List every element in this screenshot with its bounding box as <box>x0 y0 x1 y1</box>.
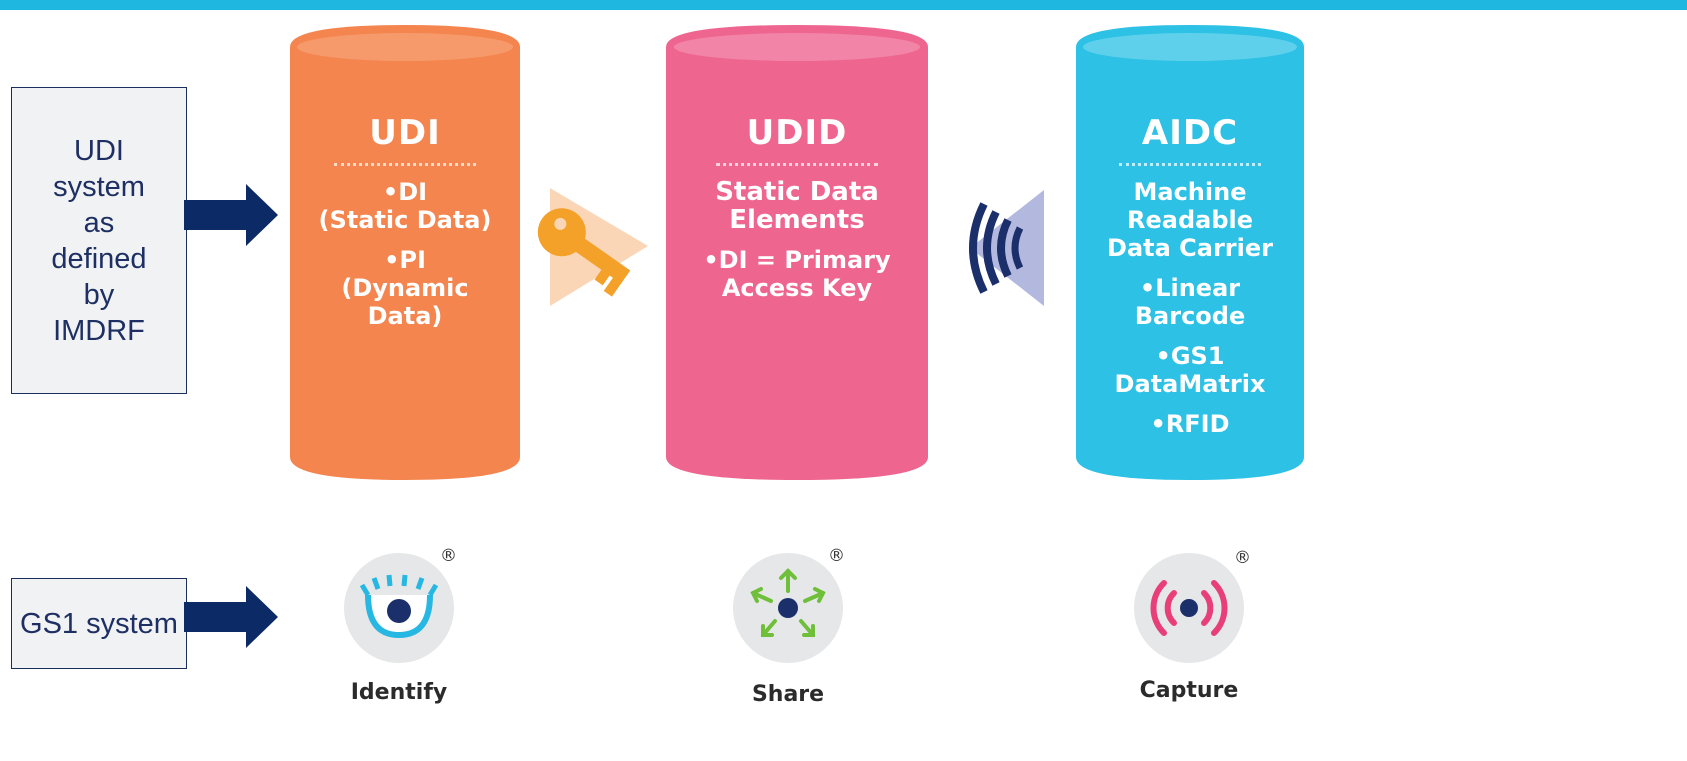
top-accent-bar <box>0 0 1687 10</box>
udid-line-2: Elements <box>729 205 865 235</box>
udid-title: UDID <box>746 113 848 153</box>
aidc-line-5: Barcode <box>1134 302 1246 330</box>
aidc-title: AIDC <box>1141 113 1239 153</box>
udi-line-3: •PI <box>384 246 426 274</box>
aidc-line-3: Data Carrier <box>1107 234 1273 262</box>
gs1-system-label: GS1 system <box>11 578 187 669</box>
aidc-cylinder: AIDC Machine Readable Data Carrier •Line… <box>1076 25 1304 480</box>
share-arrows-icon <box>750 568 826 637</box>
identify-label: Identify <box>350 680 448 705</box>
udi-arrow-icon <box>184 184 278 246</box>
key-icon <box>537 188 648 306</box>
gs1-system-label-text: GS1 system <box>20 607 178 640</box>
eye-icon <box>359 574 439 639</box>
udi-system-label-text: UDI system as defined by IMDRF <box>51 134 147 347</box>
aidc-divider <box>1119 163 1261 166</box>
identify-registered-mark: ® <box>440 546 457 566</box>
capture-icon-bg <box>1134 553 1244 663</box>
share-icon-bg <box>733 553 843 663</box>
capture-label: Capture <box>1139 678 1239 703</box>
capture-signal-icon <box>1150 580 1228 636</box>
gs1-arrow-icon <box>184 586 278 648</box>
udi-line-5: Data) <box>367 302 443 330</box>
udid-line-3: •DI = Primary <box>703 246 891 274</box>
signal-waves-icon <box>969 190 1044 306</box>
capture-registered-mark: ® <box>1234 548 1251 568</box>
udi-cylinder: UDI •DI (Static Data) •PI (Dynamic Data) <box>290 25 520 480</box>
udid-divider <box>715 163 879 166</box>
share-registered-mark: ® <box>828 546 845 566</box>
identify-icon-bg <box>344 553 454 663</box>
udi-line-1: •DI <box>382 178 428 206</box>
aidc-line-8: •RFID <box>1150 410 1230 438</box>
aidc-line-7: DataMatrix <box>1114 370 1266 398</box>
aidc-line-1: Machine <box>1133 178 1247 206</box>
udi-divider <box>333 163 477 166</box>
udid-line-4: Access Key <box>721 274 873 302</box>
aidc-line-4: •Linear <box>1139 274 1241 302</box>
share-label: Share <box>751 682 825 707</box>
aidc-line-6: •GS1 <box>1155 342 1225 370</box>
udid-line-1: Static Data <box>715 177 879 207</box>
udi-title: UDI <box>369 113 441 153</box>
udi-system-label: UDI system as defined by IMDRF <box>11 87 187 394</box>
udid-cylinder: UDID Static Data Elements •DI = Primary … <box>666 25 928 480</box>
udi-line-4: (Dynamic <box>341 274 469 302</box>
aidc-line-2: Readable <box>1126 206 1253 234</box>
udi-line-2: (Static Data) <box>318 206 492 234</box>
